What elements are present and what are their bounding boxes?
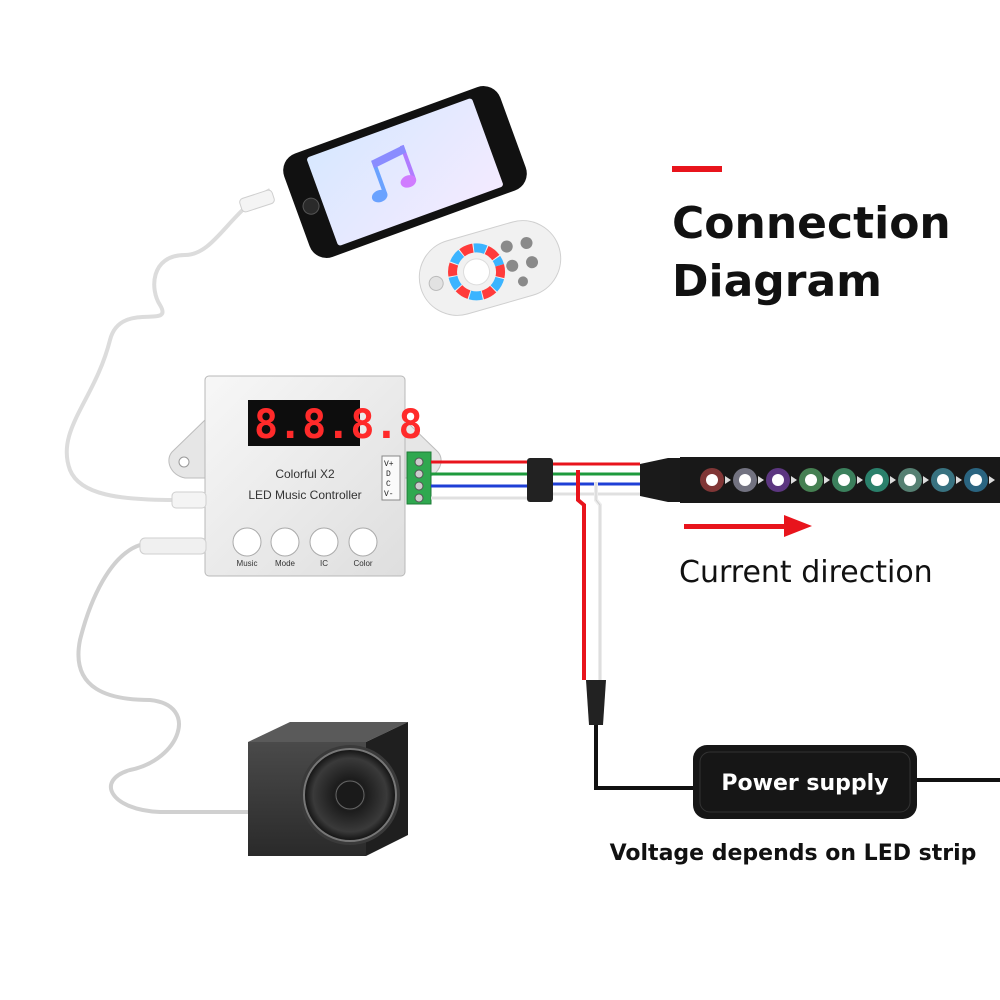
diagram-title: Connection Diagram	[672, 166, 951, 307]
button-mode-label: Mode	[275, 559, 296, 568]
wire-connector	[527, 458, 553, 502]
led-bead	[838, 474, 850, 486]
seven-segment-display	[248, 400, 360, 446]
controller-product: LED Music Controller	[248, 488, 361, 502]
title-line-2: Diagram	[672, 256, 882, 307]
button-music[interactable]: Music	[232, 527, 262, 568]
music-controller: 8.8.8.8 Colorful X2 LED Music Controller…	[168, 375, 442, 577]
direction-mark	[989, 476, 995, 484]
terminal-label-d: D	[386, 470, 391, 479]
button-mode[interactable]: Mode	[270, 527, 300, 568]
controller-brand: Colorful X2	[275, 467, 335, 481]
phone-audio-cable	[64, 188, 271, 502]
direction-mark	[956, 476, 962, 484]
title-accent-bar	[672, 166, 722, 172]
terminal-label-vplus: V+	[384, 460, 394, 469]
led-bead	[805, 474, 817, 486]
phone-audio-plug	[239, 189, 275, 213]
button-ic-label: IC	[320, 559, 328, 568]
led-bead	[706, 474, 718, 486]
terminal-label-vminus: V-	[384, 490, 394, 499]
direction-mark	[857, 476, 863, 484]
button-color[interactable]: Color	[348, 527, 378, 568]
title-line-1: Connection	[672, 198, 951, 249]
led-bead	[772, 474, 784, 486]
power-cables	[594, 725, 1000, 790]
voltage-note: Voltage depends on LED strip	[610, 841, 977, 866]
display-digits: 8.8.8.8	[254, 402, 423, 448]
led-bead	[904, 474, 916, 486]
strip-connector	[640, 458, 682, 502]
terminal-label-c: C	[386, 480, 391, 489]
led-bead	[871, 474, 883, 486]
power-supply-label: Power supply	[721, 771, 888, 796]
power-branch-connector	[586, 680, 606, 725]
direction-mark	[725, 476, 731, 484]
direction-mark	[890, 476, 896, 484]
audio-cable-icon	[139, 491, 207, 555]
power-branch-wires	[576, 470, 602, 680]
led-strip	[640, 457, 1000, 503]
speaker-icon	[248, 722, 408, 856]
direction-mark	[923, 476, 929, 484]
direction-mark	[758, 476, 764, 484]
music-note-icon	[371, 144, 417, 203]
current-direction-label: Current direction	[679, 555, 933, 590]
button-ic[interactable]: IC	[309, 527, 339, 568]
remote-control-icon	[418, 220, 562, 316]
led-bead	[937, 474, 949, 486]
direction-mark	[791, 476, 797, 484]
power-supply: Power supply	[693, 745, 917, 819]
current-direction-arrow	[684, 515, 812, 537]
led-bead	[970, 474, 982, 486]
speaker-audio-cable	[76, 543, 250, 814]
smartphone-icon	[283, 86, 527, 258]
led-bead	[739, 474, 751, 486]
signal-wires	[431, 460, 640, 500]
button-music-label: Music	[237, 559, 258, 568]
direction-mark	[824, 476, 830, 484]
button-color-label: Color	[353, 559, 372, 568]
